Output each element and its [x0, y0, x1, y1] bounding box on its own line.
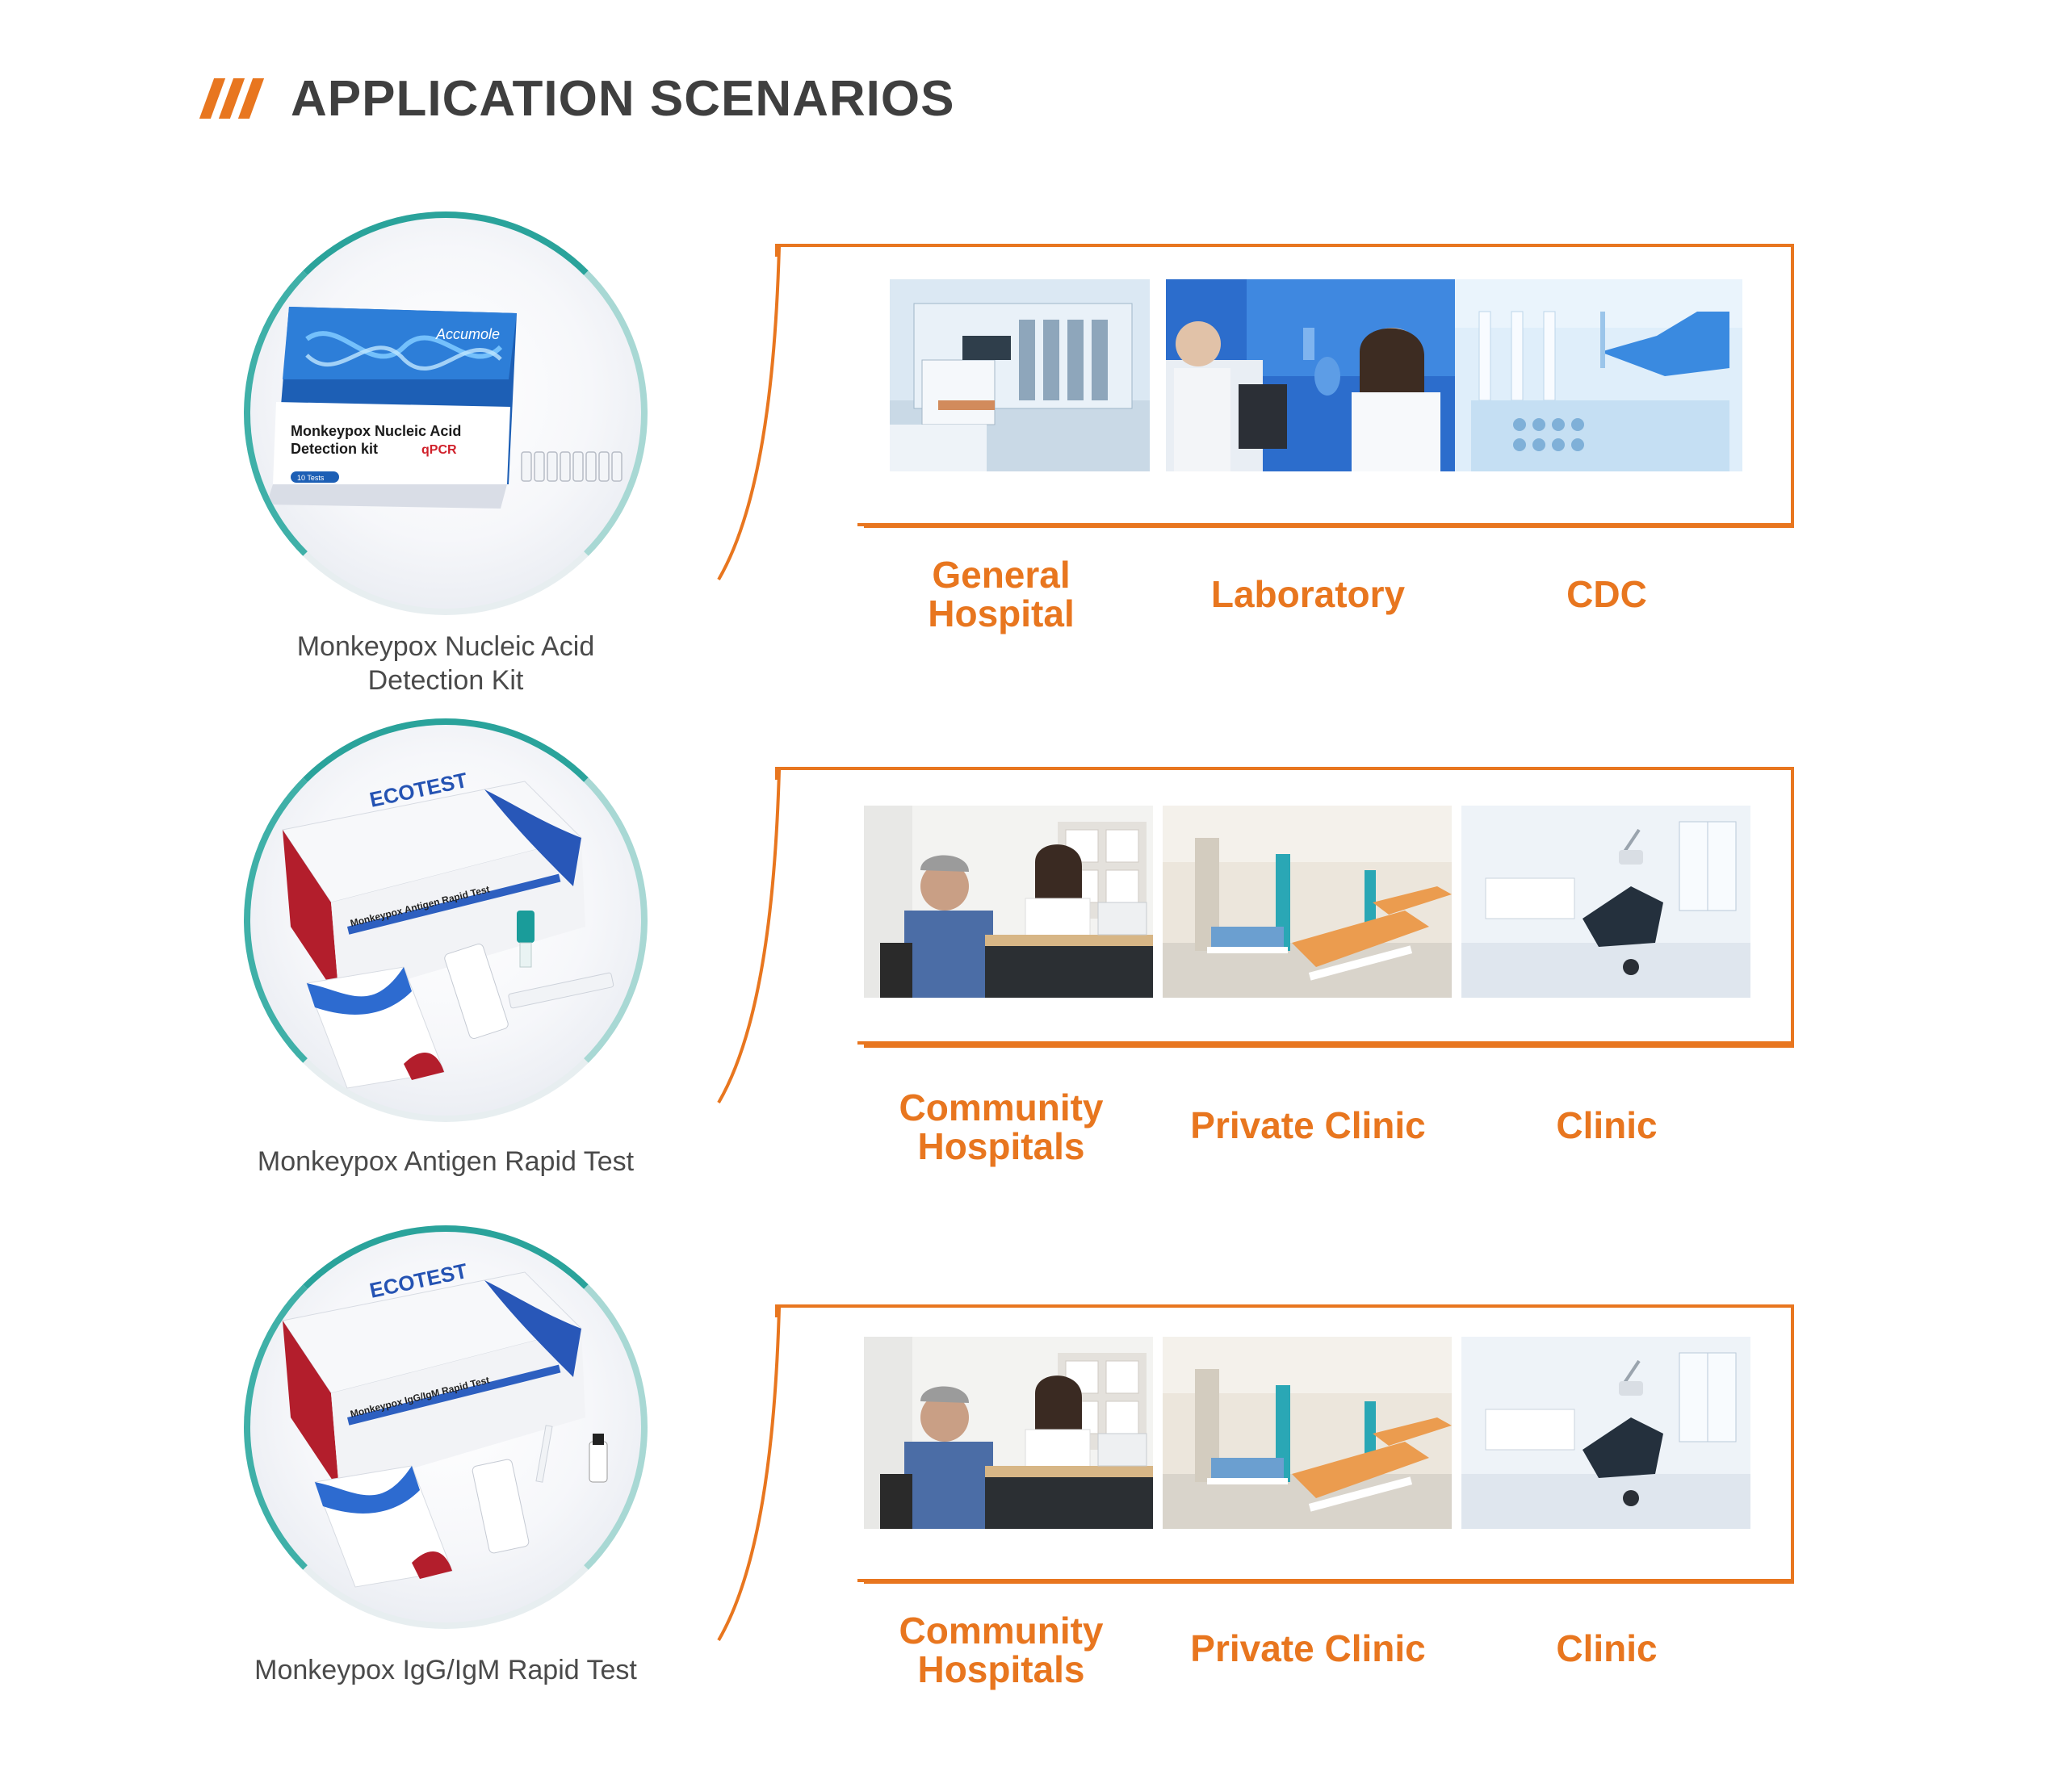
scenario-label: Clinic — [1556, 1104, 1658, 1146]
scenario-label: Private Clinic — [1190, 1627, 1426, 1669]
product-name: Monkeypox Nucleic Acid Detection Kit — [296, 631, 595, 696]
connector-arc — [717, 769, 781, 1104]
scenario-label: Laboratory — [1210, 573, 1406, 615]
scenario-frame — [775, 767, 1794, 1048]
photo-community-hospitals — [864, 1337, 1153, 1529]
box-title-line2: Detection kit — [291, 441, 378, 457]
page-title: APPLICATION SCENARIOS — [291, 70, 955, 127]
product-name: Monkeypox Antigen Rapid Test — [257, 1146, 635, 1177]
photo-general-hospital — [890, 279, 1150, 471]
scenario-frame — [775, 1304, 1794, 1584]
box-badge: qPCR — [421, 443, 457, 457]
product-image-nucleic-kit: Accumole Monkeypox Nucleic Acid Detectio… — [244, 211, 648, 615]
scenario-label: Private Clinic — [1190, 1104, 1426, 1146]
scenario-label: Community Hospitals — [899, 1610, 1104, 1690]
photo-community-hospitals — [864, 806, 1153, 998]
product-image-igg-igm-test: ECOTEST Monkeypox IgG/IgM Rapid Test — [244, 1225, 648, 1629]
scenario-label: General Hospital — [928, 554, 1075, 634]
photo-cdc — [1455, 279, 1742, 471]
scenario-frame — [775, 244, 1794, 528]
section-header: APPLICATION SCENARIOS — [199, 66, 955, 131]
photo-clinic — [1461, 1337, 1750, 1529]
box-count: 10 Tests — [297, 474, 325, 482]
photo-private-clinic — [1163, 806, 1452, 998]
stripes-icon — [199, 78, 266, 119]
scenario-label: CDC — [1566, 573, 1647, 615]
connector-arc — [717, 1307, 781, 1642]
product-name: Monkeypox IgG/IgM Rapid Test — [254, 1655, 637, 1685]
photo-clinic — [1461, 806, 1750, 998]
photo-private-clinic — [1163, 1337, 1452, 1529]
photo-laboratory — [1166, 279, 1455, 471]
scenario-label: Community Hospitals — [899, 1087, 1104, 1167]
box-brand: Accumole — [435, 326, 500, 342]
box-title-line1: Monkeypox Nucleic Acid — [291, 423, 461, 439]
scenario-label: Clinic — [1556, 1627, 1658, 1669]
connector-arc — [717, 246, 781, 581]
product-image-antigen-test: ECOTEST Monkeypox Antigen Rapid Test — [244, 718, 648, 1122]
